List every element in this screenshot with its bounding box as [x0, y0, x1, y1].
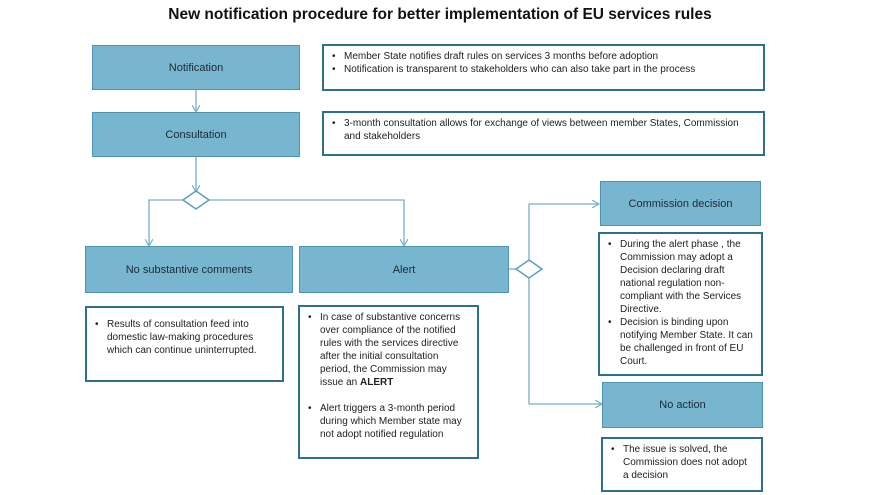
- alert-note-text: In case of substantive concerns over com…: [320, 312, 461, 388]
- alert-note-item: Alert triggers a 3-month period during w…: [308, 402, 471, 441]
- commission-decision-note: During the alert phase , the Commission …: [598, 232, 763, 376]
- alert-note-item: In case of substantive concerns over com…: [308, 311, 471, 389]
- alert-keyword: ALERT: [360, 377, 394, 388]
- no-comments-note: Results of consultation feed into domest…: [85, 306, 284, 382]
- no-comments-note-item: Results of consultation feed into domest…: [95, 318, 276, 357]
- notification-note-item: Notification is transparent to stakehold…: [332, 63, 757, 76]
- alert-note: In case of substantive concerns over com…: [298, 305, 479, 459]
- connector-to-no-action: [528, 278, 601, 404]
- no-substantive-comments-box: No substantive comments: [85, 246, 293, 293]
- notification-box: Notification: [92, 45, 300, 90]
- notification-note: Member State notifies draft rules on ser…: [322, 44, 765, 91]
- connector-to-alert: [209, 199, 404, 245]
- no-action-note-item: The issue is solved, the Commission does…: [611, 443, 755, 482]
- consultation-box: Consultation: [92, 112, 300, 157]
- page-title: New notification procedure for better im…: [168, 6, 712, 23]
- decision-diamond-consultation: [181, 190, 211, 210]
- connector-to-no-comments: [149, 199, 183, 245]
- consultation-note: 3-month consultation allows for exchange…: [322, 111, 765, 156]
- commission-decision-note-item: During the alert phase , the Commission …: [608, 238, 755, 316]
- decision-diamond-alert: [514, 259, 544, 279]
- commission-decision-box: Commission decision: [600, 181, 761, 226]
- no-action-box: No action: [602, 382, 763, 428]
- no-action-note: The issue is solved, the Commission does…: [601, 437, 763, 492]
- consultation-note-item: 3-month consultation allows for exchange…: [332, 117, 757, 143]
- commission-decision-note-item: Decision is binding upon notifying Membe…: [608, 316, 755, 368]
- alert-box: Alert: [299, 246, 509, 293]
- notification-note-item: Member State notifies draft rules on ser…: [332, 50, 757, 63]
- connector-to-commission-decision: [528, 204, 598, 260]
